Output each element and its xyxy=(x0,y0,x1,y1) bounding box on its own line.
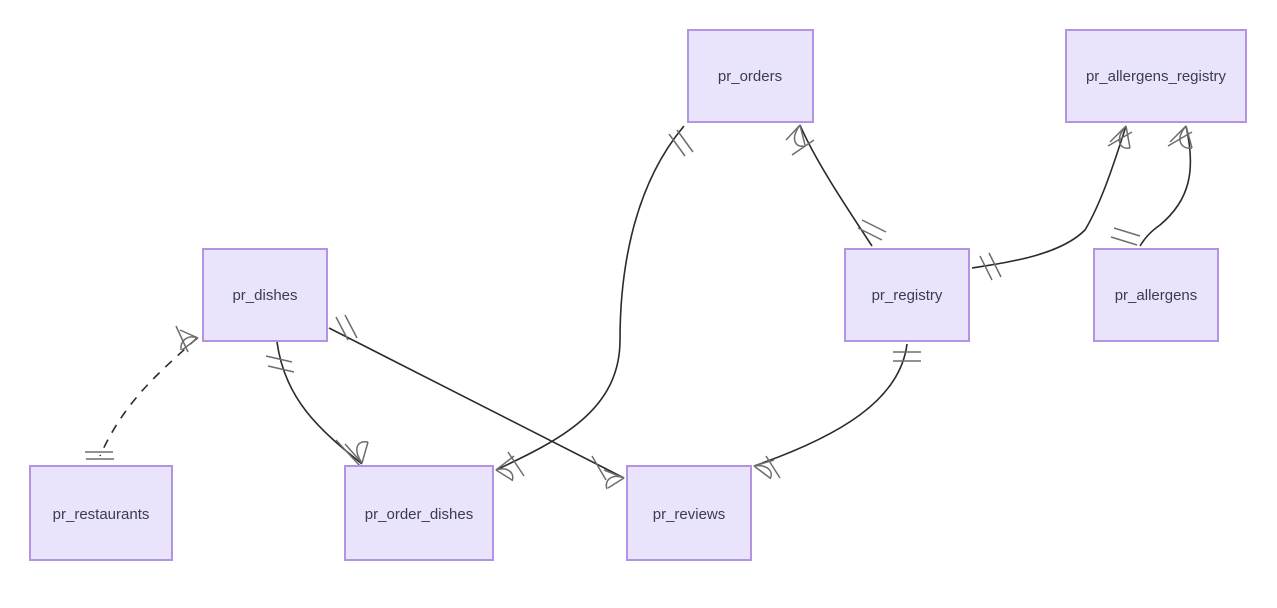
relationship-orders-registry[interactable] xyxy=(785,124,887,247)
entity-box[interactable] xyxy=(1093,248,1219,342)
relationship-dishes-order-dishes[interactable] xyxy=(265,341,369,467)
crowsfoot-marker xyxy=(1167,125,1193,149)
crowsfoot-marker xyxy=(335,439,369,467)
entity-layer: pr_orders pr_allergens_registry pr_dishe… xyxy=(29,29,1247,561)
one-and-only-one-marker xyxy=(335,314,358,341)
relationship-layer xyxy=(85,124,1193,490)
relationship-dishes-restaurants[interactable] xyxy=(85,325,199,460)
entity-pr-dishes[interactable]: pr_dishes xyxy=(202,248,328,342)
crowsfoot-marker xyxy=(785,124,815,156)
one-and-only-one-marker xyxy=(265,355,295,373)
relationship-registry-reviews[interactable] xyxy=(753,343,921,480)
entity-pr-orders[interactable]: pr_orders xyxy=(687,29,814,123)
entity-pr-allergens-registry[interactable]: pr_allergens_registry xyxy=(1065,29,1247,123)
entity-box[interactable] xyxy=(344,465,494,561)
entity-box[interactable] xyxy=(202,248,328,342)
crowsfoot-marker xyxy=(591,455,625,490)
entity-pr-reviews[interactable]: pr_reviews xyxy=(626,465,752,561)
entity-pr-allergens[interactable]: pr_allergens xyxy=(1093,248,1219,342)
crowsfoot-marker xyxy=(753,455,781,480)
entity-pr-order-dishes[interactable]: pr_order_dishes xyxy=(344,465,494,561)
crowsfoot-marker xyxy=(495,451,525,482)
one-and-only-one-marker xyxy=(979,252,1002,281)
relationship-orders-order-dishes[interactable] xyxy=(495,125,694,482)
one-and-only-one-marker xyxy=(857,219,887,241)
relationship-allergens-registry-allergens[interactable] xyxy=(1110,125,1193,247)
entity-pr-registry[interactable]: pr_registry xyxy=(844,248,970,342)
relationship-allergens-registry-registry[interactable] xyxy=(971,125,1133,281)
one-and-only-one-marker xyxy=(893,351,921,362)
crowsfoot-marker xyxy=(1107,125,1133,149)
one-and-only-one-marker xyxy=(1110,227,1141,246)
entity-box[interactable] xyxy=(687,29,814,123)
entity-pr-restaurants[interactable]: pr_restaurants xyxy=(29,465,173,561)
one-and-only-one-marker xyxy=(85,451,114,460)
one-and-only-one-marker xyxy=(668,129,694,157)
entity-box[interactable] xyxy=(844,248,970,342)
relationship-dishes-reviews[interactable] xyxy=(328,314,625,490)
crowsfoot-marker xyxy=(179,329,199,351)
entity-box[interactable] xyxy=(29,465,173,561)
entity-box[interactable] xyxy=(1065,29,1247,123)
entity-box[interactable] xyxy=(626,465,752,561)
one-bar-marker xyxy=(175,325,189,353)
